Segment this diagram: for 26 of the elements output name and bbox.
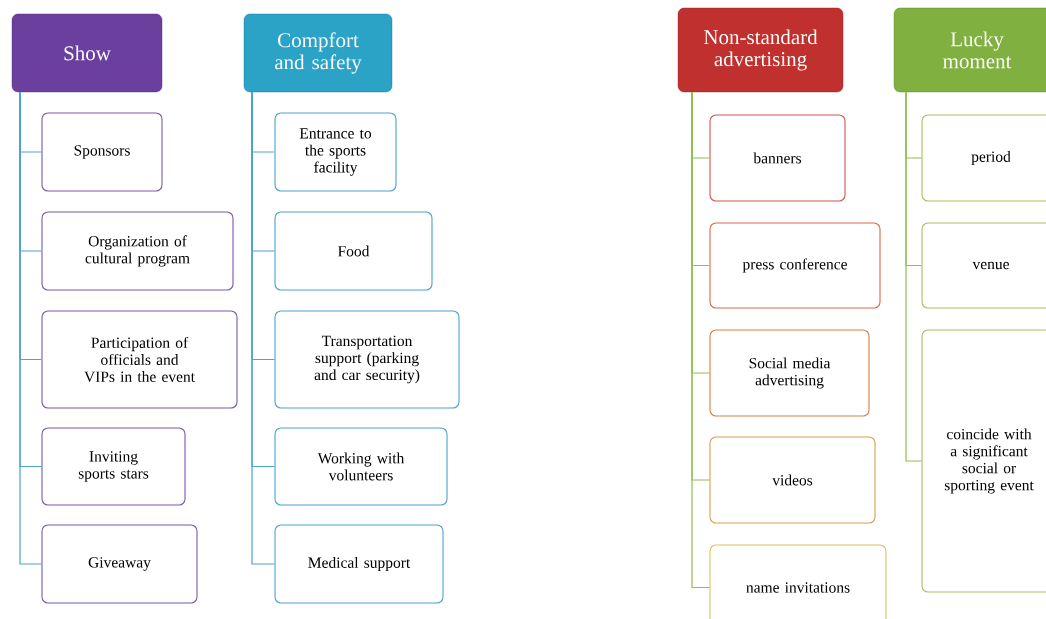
category-header: Lucky moment bbox=[893, 7, 1046, 93]
item-box: videos bbox=[709, 436, 876, 524]
item-box: Sponsors bbox=[41, 112, 163, 192]
item-box: Inviting sports stars bbox=[41, 427, 186, 506]
item-box: Participation of officials and VIPs in the event bbox=[41, 310, 238, 409]
category-header: Compfort and safety bbox=[243, 13, 393, 93]
item-box: venue bbox=[921, 222, 1046, 309]
category-header: Show bbox=[11, 13, 163, 93]
item-box: Organization of cultural program bbox=[41, 211, 234, 291]
category-header: Non-standard advertising bbox=[677, 7, 844, 93]
item-box: name invitations bbox=[709, 544, 887, 619]
item-box: Entrance to the sports facility bbox=[274, 112, 397, 192]
item-box: Transportation support (parking and car security) bbox=[274, 310, 460, 409]
item-box: period bbox=[921, 114, 1046, 202]
item-box: Giveaway bbox=[41, 524, 198, 604]
item-box: press conference bbox=[709, 222, 881, 309]
item-box: Medical support bbox=[274, 524, 444, 604]
connector-line bbox=[691, 91, 711, 589]
connector-line bbox=[251, 91, 276, 565]
connector-line bbox=[19, 91, 43, 565]
item-box: Working with volunteers bbox=[274, 427, 448, 506]
item-box: banners bbox=[709, 114, 846, 202]
connector-line bbox=[905, 91, 923, 462]
item-box: Social media advertising bbox=[709, 329, 870, 417]
item-box: coincide with a significant social or sporting event bbox=[921, 329, 1046, 593]
item-box: Food bbox=[274, 211, 433, 291]
